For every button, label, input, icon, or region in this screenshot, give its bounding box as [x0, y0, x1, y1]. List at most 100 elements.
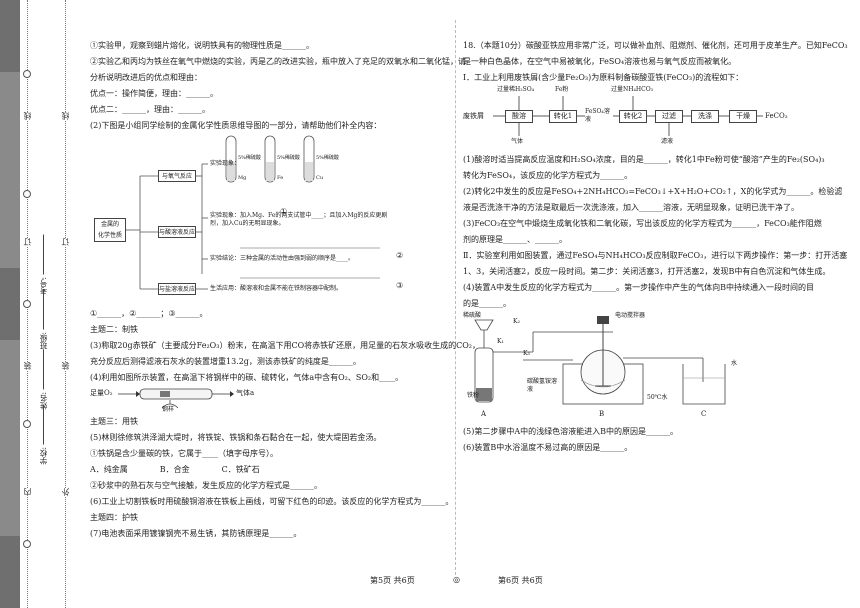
hole-circle: [23, 190, 31, 198]
hole-circle: [23, 420, 31, 428]
apparatus-label: 碳酸氢铵溶液: [527, 378, 558, 393]
process-flowchart: 废铁屑 酸溶 转化1 FeSO₄溶液 转化2 过滤 洗涤 干燥 FeCO₃ 过量…: [463, 86, 833, 152]
page-divider: [455, 20, 456, 575]
apparatus-label: 50℃水: [647, 394, 668, 401]
exam-number-field[interactable]: 考号:: [38, 235, 49, 295]
tube-label: Mg: [238, 175, 247, 181]
question-line: ②砂浆中的熟石灰与空气接触，发生反应的化学方程式是______。: [90, 481, 322, 490]
tube-label: 5%稀硫酸: [238, 155, 261, 161]
question-line: (3)FeCO₃在空气中煅烧生成氧化铁和二氧化碳，写出该反应的化学方程式为___…: [463, 219, 822, 228]
question-line: ①______，②______；③______。: [90, 309, 208, 318]
apparatus-label: 铁粉: [467, 392, 480, 399]
mindmap-note: 实验现象：: [210, 160, 241, 167]
school-field[interactable]: 学校:: [38, 405, 49, 465]
mindmap-lines: [126, 135, 380, 290]
apparatus-label: 水: [731, 360, 738, 367]
margin-label: 装: [23, 362, 33, 370]
mindmap-note: 实验结论：三种金属的活动性由强到弱的顺序是____。: [210, 255, 355, 262]
mindmap-branch: 与盐溶液反应: [158, 283, 196, 295]
question-line: ②实验乙和丙均为铁丝在氧气中燃烧的实验，丙是乙的改进实验，瓶中放入了充足的双氧水…: [90, 57, 466, 66]
apparatus-letter: A: [481, 410, 487, 418]
margin-label: 订: [23, 238, 33, 246]
mindmap-branch: 与氧气反应: [158, 170, 196, 182]
question-line: 1、3，关闭活塞2，反应一段时间。第二步：关闭活塞3，打开活塞2，发现B中有白色…: [463, 267, 831, 276]
question-line: (2)转化2中发生的反应是FeSO₄+2NH₄HCO₃=FeCO₃↓+X+H₂O…: [463, 187, 843, 196]
mindmap-root: 金属的 化学性质: [94, 218, 126, 242]
mindmap-marker: ①: [280, 207, 288, 216]
question-line: (5)第二步骤中A中的浅绿色溶液能进入B中的原因是______。: [463, 427, 678, 436]
question-line: (6)装置B中水浴温度不易过高的原因是______。: [463, 443, 633, 452]
apparatus-letter: B: [599, 410, 605, 418]
valve-label: K₃: [523, 350, 530, 357]
section-heading: 主题三：用铁: [90, 417, 138, 426]
question-line: (4)装置A中发生反应的化学方程式为______。第一步操作中产生的气体向B中持…: [463, 283, 814, 292]
question-line: (4)利用如图所示装置，在高温下将钢样中的碳、硫转化，气体a中含有O₂、SO₂和…: [90, 373, 404, 382]
question-line: (5)林则徐修筑洪泽湖大堤时，将铁锭、铁锅和条石黏合在一起，使大堤固若金汤。: [90, 433, 382, 442]
answer-options: A．纯金属 B．合金 C．铁矿石: [90, 465, 260, 474]
binding-block: [0, 536, 20, 608]
flow-output: 气体: [511, 138, 524, 145]
apparatus-letter: C: [701, 410, 707, 418]
margin-label: 线: [61, 112, 71, 120]
inner-cut-line: 线 订 装 外: [60, 0, 72, 608]
steel-inlet-label: 足量O₂: [90, 389, 113, 397]
question-line: 优点二：______，理由：______。: [90, 105, 210, 114]
question-line: 转化为FeSO₄，该反应的化学方程式为______。: [463, 171, 633, 180]
name-field[interactable]: 姓名:: [38, 350, 49, 410]
steel-apparatus: 足量O₂ 气体a 钢样: [90, 386, 440, 414]
flow-step: 洗涤: [691, 110, 719, 123]
flow-output: 滤液: [661, 138, 674, 145]
question-line: (3)称取20g赤铁矿（主要成分Fe₂O₃）粉末，在高温下用CO将赤铁矿还原，用…: [90, 341, 481, 350]
flow-step: 转化2: [619, 110, 647, 123]
apparatus-label: 电动搅拌器: [615, 312, 646, 319]
page-number-right: 第6页 共6页: [498, 576, 543, 585]
margin-label: 内: [23, 488, 33, 496]
hole-circle: [23, 70, 31, 78]
hole-circle: [23, 300, 31, 308]
question-line: 是一种白色晶体，在空气中易被氧化，FeSO₄溶液也易与氧气反应而被氧化。: [463, 57, 737, 66]
question-line: ①实验甲，观察到蜡片熔化，说明铁具有的物理性质是______。: [90, 41, 314, 50]
question-line: 液是否洗涤干净的方法是取最后一次洗涤液，加入______溶液，无明显现象，证明已…: [463, 203, 799, 212]
hole-circle: [23, 540, 31, 548]
tube-label: Fe: [277, 175, 284, 181]
question-line: 优点一：操作简便，理由：______。: [90, 89, 218, 98]
flow-step: 过滤: [655, 110, 683, 123]
right-page: 18.（本题10分）碳酸亚铁应用非常广泛，可以做补血剂、阻燃剂、催化剂，还可用于…: [463, 38, 848, 456]
question-line: Ⅰ．工业上利用废铁屑(含少量Fe₂O₃)为原料制备碳酸亚铁(FeCO₃)的流程如…: [463, 73, 744, 82]
section-heading: 主题四：护铁: [90, 513, 138, 522]
flow-step: 干燥: [729, 110, 757, 123]
tube-label: Cu: [316, 175, 324, 181]
margin-label: 外: [61, 488, 71, 496]
question-line: ①铁锅是含少量碳的铁，它属于____（填字母序号）。: [90, 449, 278, 458]
binding-block: [0, 0, 20, 72]
question-line: (1)酸溶时适当提高反应温度和H₂SO₄浓度，目的是______，转化1中Fe粉…: [463, 155, 825, 164]
margin-label: 装: [61, 362, 71, 370]
mindmap-diagram: 金属的 化学性质 与氧气反应 与酸溶液反应 与盐溶液反应 实验现象： 实验现象：…: [90, 134, 440, 306]
lab-apparatus: 稀硫酸 K₂ K₁ K₃ 电动搅拌器 水 铁粉 碳酸氢铵溶液 50℃水 A B …: [463, 312, 833, 424]
flow-reagent: 过量稀H₂SO₄: [497, 86, 535, 93]
question-line: 剂的原理是______、______。: [463, 235, 567, 244]
steel-sample-label: 钢样: [162, 406, 175, 413]
mindmap-marker: ②: [396, 251, 404, 260]
question-line: 分析说明改进后的优点和理由：: [90, 73, 202, 82]
mindmap-marker: ③: [396, 281, 404, 290]
page-separator-icon: ◎: [453, 575, 460, 584]
valve-label: K₂: [513, 318, 520, 325]
outer-cut-line: 线 订 装 内: [22, 0, 34, 608]
apparatus-label: 稀硫酸: [463, 312, 482, 319]
question-line: Ⅱ．实验室利用如图装置，通过FeSO₄与NH₄HCO₃反应制取FeCO₃，进行以…: [463, 251, 848, 260]
binding-block: [0, 268, 20, 340]
question-line: 的是______。: [463, 299, 511, 308]
tube-label: 5%稀硫酸: [316, 155, 339, 161]
class-field[interactable]: 班级:: [38, 290, 49, 350]
question-line: (7)电池表面采用镀镍钢壳不易生锈，其防锈原理是______。: [90, 529, 302, 538]
flow-reagent: Fe粉: [555, 86, 569, 93]
valve-label: K₁: [497, 338, 504, 345]
flow-step: 转化1: [549, 110, 577, 123]
question-line: 充分反应后测得滤液石灰水的装置增重13.2g，测该赤铁矿的纯度是______。: [90, 357, 361, 366]
question-line: (2)下图是小组同学绘制的金属化学性质思维导图的一部分，请帮助他们补全内容：: [90, 121, 382, 130]
binding-strip: [0, 0, 20, 608]
tube-label: 5%稀硫酸: [277, 155, 300, 161]
mindmap-branch: 与酸溶液反应: [158, 226, 196, 238]
page-number-left: 第5页 共6页: [370, 576, 415, 585]
